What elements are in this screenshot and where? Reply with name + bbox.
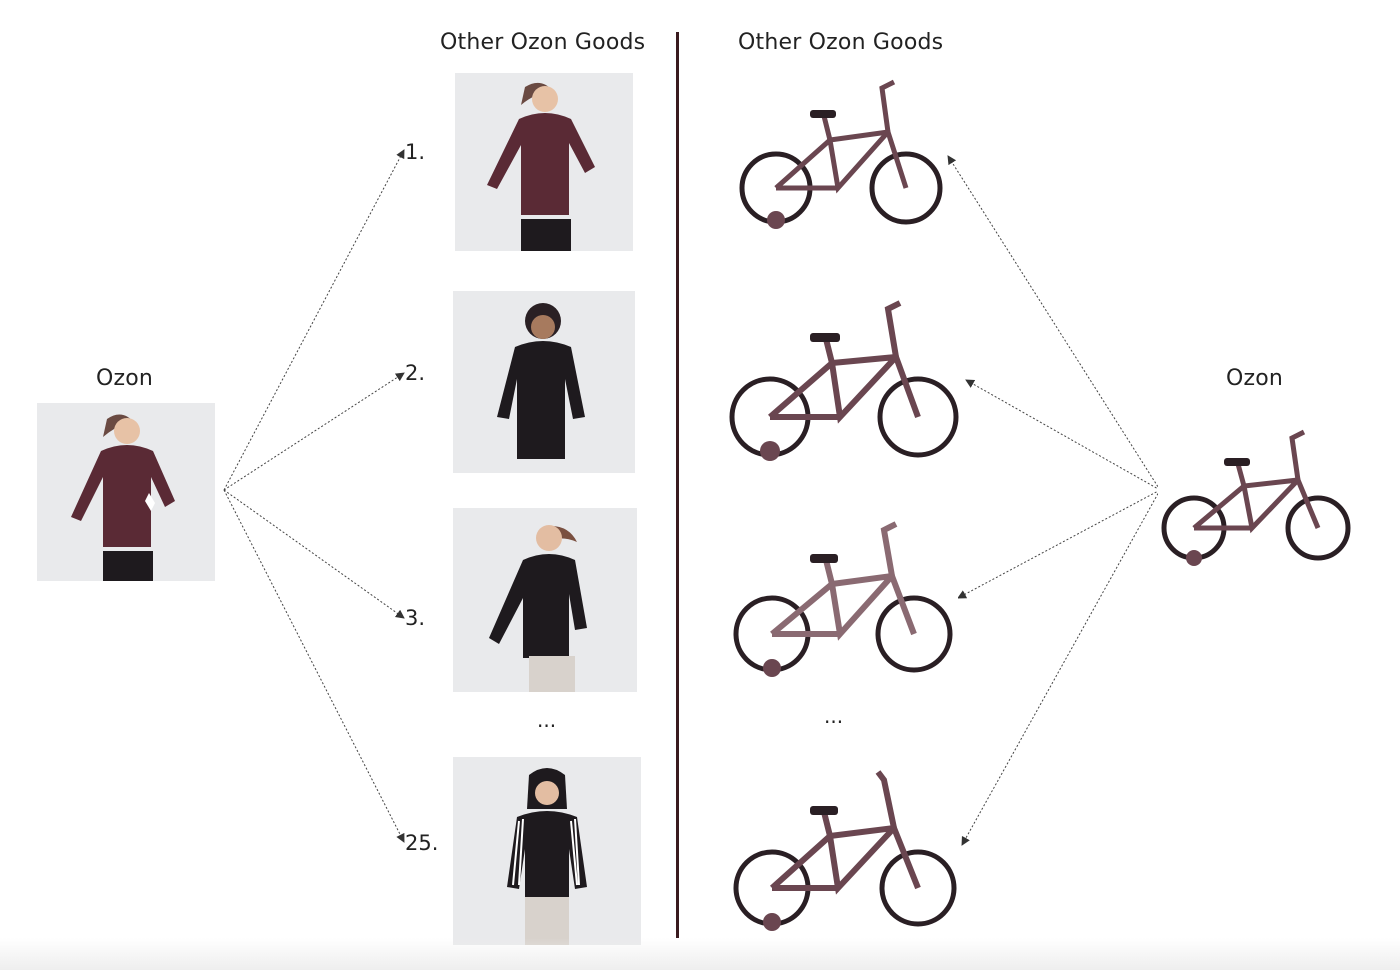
result-bike-image-4[interactable] [730, 760, 960, 938]
result-bike-image-3[interactable] [732, 512, 958, 684]
bicycle-figure [739, 79, 943, 229]
result-product-image-25[interactable] [453, 757, 641, 945]
rank-label-2: 2. [405, 361, 426, 385]
result-product-image-2[interactable] [453, 291, 635, 473]
arrow-left-2 [223, 372, 405, 491]
rank-label-25: 25. [405, 831, 439, 855]
result-product-image-3[interactable] [453, 508, 637, 692]
arrow-left-25 [223, 489, 405, 843]
right-results-title: Other Ozon Goods [738, 30, 944, 55]
rank-label-1: 1. [405, 140, 426, 164]
hoodie-woman-figure [497, 303, 585, 459]
result-bike-image-1[interactable] [738, 70, 946, 240]
hoodie-woman-figure [71, 414, 175, 581]
result-bike-image-2[interactable] [728, 295, 964, 471]
arrow-right-2 [965, 379, 1161, 491]
bicycle-figure [729, 300, 959, 461]
bicycle-figure [1161, 429, 1351, 566]
arrow-right-1 [947, 155, 1161, 491]
hoodie-woman-figure [507, 768, 587, 945]
hoodie-woman-figure [487, 82, 595, 251]
arrow-left-1 [223, 149, 405, 491]
bicycle-figure [733, 770, 957, 931]
column-divider [676, 32, 679, 938]
rank-label-3: 3. [405, 606, 426, 630]
bicycle-figure [733, 521, 953, 677]
hoodie-woman-figure [489, 525, 587, 692]
left-ellipsis: ... [537, 708, 557, 732]
arrow-left-3 [223, 489, 405, 619]
right-ellipsis: ... [824, 704, 844, 728]
left-query-title: Ozon [96, 366, 154, 391]
query-product-image-hoodie[interactable] [37, 403, 215, 581]
query-bike-image[interactable] [1158, 424, 1356, 574]
arrow-right-3 [957, 489, 1161, 599]
bottom-fade [0, 938, 1400, 970]
result-product-image-1[interactable] [455, 73, 633, 251]
left-results-title: Other Ozon Goods [440, 30, 646, 55]
arrow-right-4 [961, 489, 1161, 846]
right-query-title: Ozon [1226, 366, 1284, 391]
